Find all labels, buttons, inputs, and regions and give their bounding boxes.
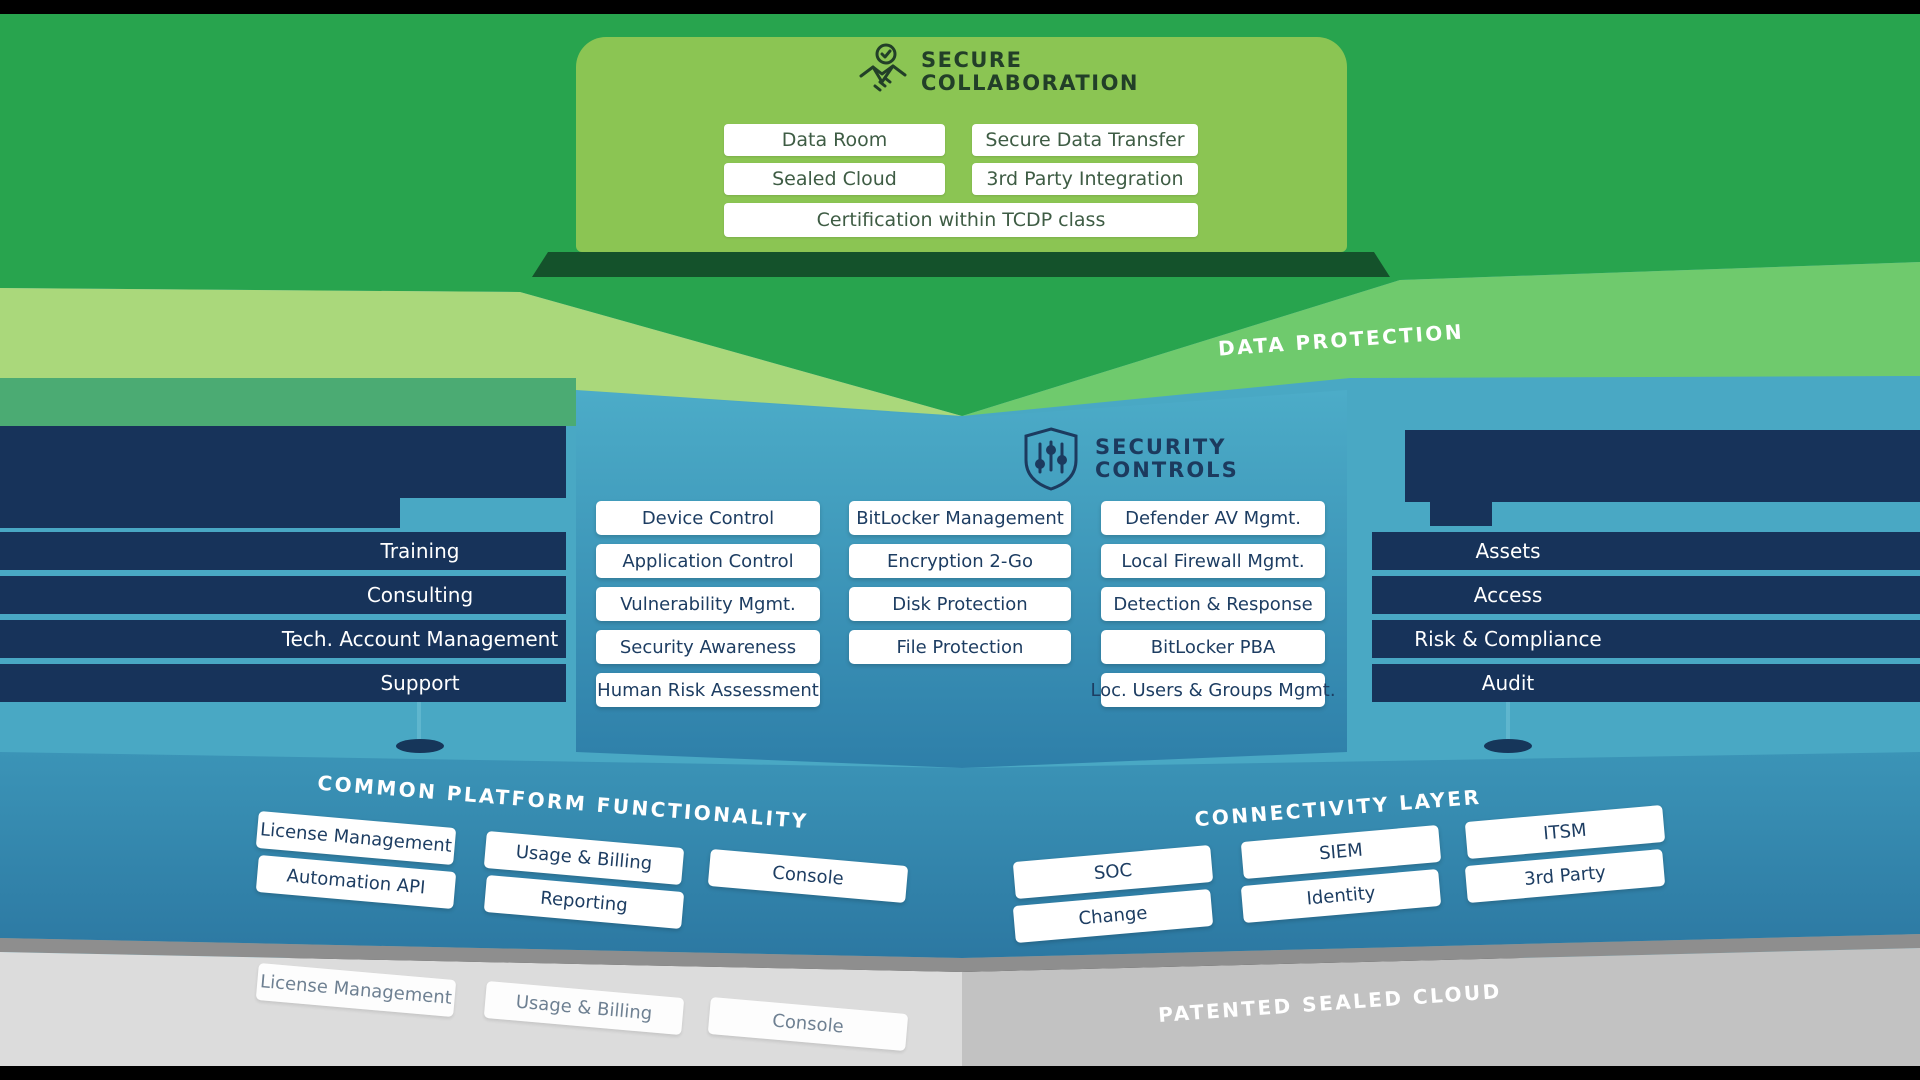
control-file-protection[interactable]: File Protection <box>849 630 1071 664</box>
secure-collaboration-title-line1: SECURE <box>921 48 1023 72</box>
service-bar-label: Training <box>380 539 460 563</box>
light-green-band <box>0 288 962 416</box>
service-bar-risk-compliance[interactable]: Risk & Compliance <box>1372 620 1920 658</box>
secure-collaboration-header: SECURE COLLABORATION <box>855 42 1139 102</box>
control-human-risk-assessment[interactable]: Human Risk Assessment <box>596 673 820 707</box>
control-detection-response[interactable]: Detection & Response <box>1101 587 1325 621</box>
service-bar-support[interactable]: Support <box>0 664 566 702</box>
service-bar-label: Assets <box>1475 539 1541 563</box>
control-encryption-2-go[interactable]: Encryption 2-Go <box>849 544 1071 578</box>
left-navy-block <box>0 424 566 498</box>
service-bar-assets[interactable]: Assets <box>1372 532 1920 570</box>
service-bar-label: Access <box>1473 583 1543 607</box>
common-platform-front-face <box>0 752 962 958</box>
control-defender-av-mgmt[interactable]: Defender AV Mgmt. <box>1101 501 1325 535</box>
sealed-cloud-left-face <box>0 952 962 1066</box>
top-black-bar <box>0 0 1920 14</box>
right-navy-block-step <box>1430 502 1492 526</box>
data-protection-band <box>962 262 1920 416</box>
security-controls-header: SECURITY CONTROLS <box>1022 426 1239 492</box>
sea-green-strip <box>0 378 580 426</box>
service-bar-audit[interactable]: Audit <box>1372 664 1920 702</box>
control-application-control[interactable]: Application Control <box>596 544 820 578</box>
control-vulnerability-mgmt[interactable]: Vulnerability Mgmt. <box>596 587 820 621</box>
bottom-black-bar <box>0 1066 1920 1080</box>
control-device-control[interactable]: Device Control <box>596 501 820 535</box>
sealed-cloud-right-face <box>962 948 1920 1066</box>
collab-button-sealed-cloud[interactable]: Sealed Cloud <box>724 163 945 195</box>
service-bar-consulting[interactable]: Consulting <box>0 576 566 614</box>
left-connector-line <box>417 700 421 742</box>
service-bar-access[interactable]: Access <box>1372 576 1920 614</box>
security-controls-title-line1: SECURITY <box>1095 435 1227 459</box>
control-local-firewall-mgmt[interactable]: Local Firewall Mgmt. <box>1101 544 1325 578</box>
control-loc-users-groups-mgmt[interactable]: Loc. Users & Groups Mgmt. <box>1090 673 1336 707</box>
service-bar-label: Audit <box>1481 671 1535 695</box>
control-bitlocker-management[interactable]: BitLocker Management <box>849 501 1071 535</box>
right-navy-block <box>1405 430 1920 502</box>
security-controls-title-line2: CONTROLS <box>1095 458 1239 482</box>
handshake-icon <box>859 43 907 92</box>
service-bar-training[interactable]: Training <box>0 532 566 570</box>
service-bar-label: Consulting <box>366 583 474 607</box>
control-disk-protection[interactable]: Disk Protection <box>849 587 1071 621</box>
collab-button-certification-tcdp[interactable]: Certification within TCDP class <box>724 203 1198 237</box>
service-bar-label: Tech. Account Management <box>281 627 559 651</box>
collaboration-box-stand <box>532 252 1390 277</box>
service-bar-label: Support <box>380 671 460 695</box>
collab-button-secure-data-transfer[interactable]: Secure Data Transfer <box>972 124 1198 156</box>
left-connector-dot <box>396 739 444 753</box>
left-navy-block-step <box>0 498 400 528</box>
right-connector-dot <box>1484 739 1532 753</box>
right-connector-line <box>1506 700 1510 742</box>
service-bar-label: Risk & Compliance <box>1414 627 1602 651</box>
control-bitlocker-pba[interactable]: BitLocker PBA <box>1101 630 1325 664</box>
gray-top-strip <box>0 934 1920 972</box>
service-bar-tech-account-management[interactable]: Tech. Account Management <box>0 620 566 658</box>
secure-collaboration-title-line2: COLLABORATION <box>921 71 1139 95</box>
control-security-awareness[interactable]: Security Awareness <box>596 630 820 664</box>
shield-sliders-icon <box>1024 427 1078 491</box>
collab-button-data-room[interactable]: Data Room <box>724 124 945 156</box>
collab-button-3rd-party-integration[interactable]: 3rd Party Integration <box>972 163 1198 195</box>
